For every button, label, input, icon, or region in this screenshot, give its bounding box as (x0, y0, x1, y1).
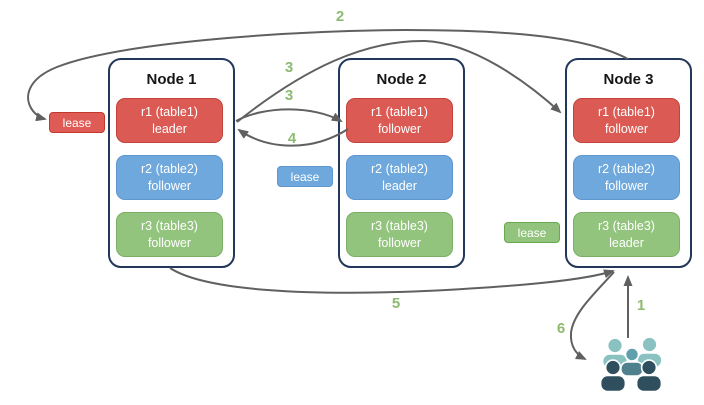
step-label-2: 2 (335, 8, 345, 25)
node-1-replica-r2: r2 (table2) follower (116, 155, 223, 200)
replica-role: follower (604, 178, 649, 193)
node-2-box: Node 2 r1 (table1) follower r2 (table2) … (338, 58, 465, 268)
node-3-replica-r1: r1 (table1) follower (573, 98, 680, 143)
replica-role: leader (609, 235, 644, 250)
replica-name: r2 (table2) (598, 162, 655, 177)
replica-name: r1 (table1) (141, 105, 198, 120)
replica-role: follower (604, 121, 649, 136)
node-3-replica-r2: r2 (table2) follower (573, 155, 680, 200)
replica-name: r3 (table3) (598, 219, 655, 234)
node-2-replica-r2: r2 (table2) leader (346, 155, 453, 200)
replica-name: r3 (table3) (141, 219, 198, 234)
node-2-title: Node 2 (376, 71, 427, 88)
step-label-4: 4 (287, 130, 297, 147)
replica-role: follower (377, 235, 422, 250)
step-label-3a: 3 (284, 59, 294, 76)
replica-name: r1 (table1) (371, 105, 428, 120)
step-label-6: 6 (556, 320, 566, 337)
step-label-1: 1 (636, 297, 646, 314)
replica-role: follower (377, 121, 422, 136)
step-label-3b: 3 (284, 87, 294, 104)
replica-name: r1 (table1) (598, 105, 655, 120)
replica-name: r2 (table2) (141, 162, 198, 177)
lease-badge-r1: lease (49, 112, 105, 133)
node-2-replica-r3: r3 (table3) follower (346, 212, 453, 257)
replica-role: leader (382, 178, 417, 193)
replica-name: r2 (table2) (371, 162, 428, 177)
replica-role: leader (152, 121, 187, 136)
node-1-replica-r3: r3 (table3) follower (116, 212, 223, 257)
arrow-step-3-leader-to-node2 (235, 108, 343, 122)
node-3-title: Node 3 (603, 71, 654, 88)
node-3-box: Node 3 r1 (table1) follower r2 (table2) … (565, 58, 692, 268)
users-group-icon (599, 336, 663, 393)
step-label-5: 5 (391, 295, 401, 312)
node-1-title: Node 1 (146, 71, 197, 88)
replica-name: r3 (table3) (371, 219, 428, 234)
lease-badge-r3: lease (504, 222, 560, 243)
node-3-replica-r3: r3 (table3) leader (573, 212, 680, 257)
node-1-box: Node 1 r1 (table1) leader r2 (table2) fo… (108, 58, 235, 268)
arrow-step-5-node1-to-node3 (169, 267, 615, 294)
replica-role: follower (147, 178, 192, 193)
node-1-replica-r1: r1 (table1) leader (116, 98, 223, 143)
lease-badge-r2: lease (277, 166, 333, 187)
node-2-replica-r1: r1 (table1) follower (346, 98, 453, 143)
replica-role: follower (147, 235, 192, 250)
